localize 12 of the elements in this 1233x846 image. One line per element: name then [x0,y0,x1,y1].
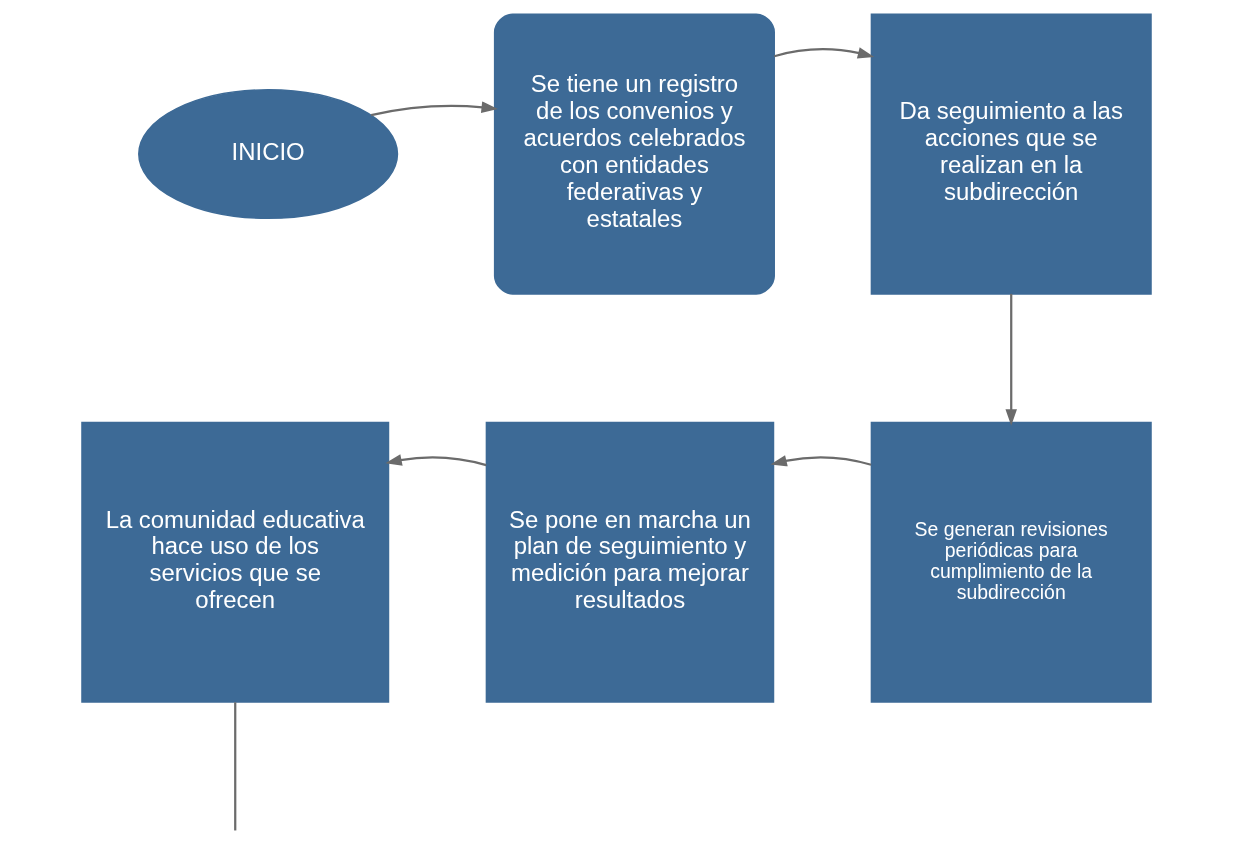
node-box: Da seguimiento a las acciones que se realizan en la subdirección [870,13,1152,295]
arrow [1005,293,1017,426]
node-ellipse: INICIO [138,89,399,220]
node-box: Se tiene un registro de los convenios y acuerdos celebrados con entidades federativas y estatales [493,13,775,295]
arrow [770,455,872,467]
arrow [774,47,875,59]
node-box: Se generan revisiones periódicas para cumplimiento de la subdirección [870,421,1152,703]
arrow [370,101,498,117]
arrow [385,454,487,467]
connector [234,702,237,831]
node-box: La comunidad educativa hace uso de los servicios que se ofrecen [81,421,390,703]
node-box: Se pone en marcha un plan de seguimiento y medición para mejorar resultados [485,421,775,703]
